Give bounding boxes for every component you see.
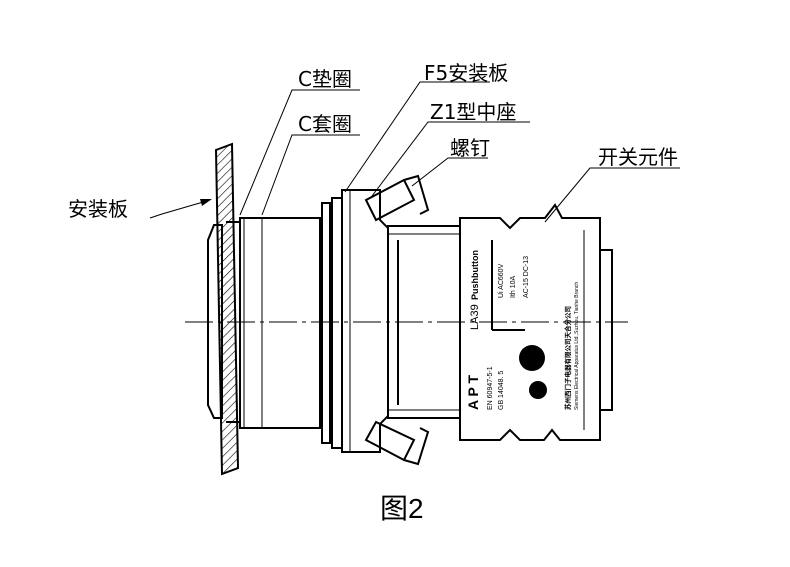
nameplate-maker-cn: 苏州西门子电器有限公司天合分公司 — [563, 306, 572, 410]
label-screw: 螺钉 — [450, 136, 490, 160]
f5-plate-flange — [321, 197, 343, 449]
screw-top — [364, 174, 430, 222]
nameplate-brand: A P T — [465, 375, 481, 410]
screw-bottom — [364, 420, 430, 466]
nameplate-ith: Ith 10A — [510, 275, 517, 298]
nameplate-maker-en: Siemens Electrical Apparatus Ltd.,Suzhou… — [574, 282, 580, 410]
label-switch-element: 开关元件 — [598, 145, 678, 169]
nameplate-standard1: EN 60947-5-1 — [487, 366, 494, 410]
z1-middle-base — [341, 189, 389, 453]
nameplate-mark-dot — [519, 345, 545, 371]
ccc-mark-icon — [529, 381, 547, 399]
label-f5-plate: F5安装板 — [424, 61, 508, 85]
mounting-plate-section — [214, 142, 240, 476]
nameplate-ui: Ui AC660V — [498, 263, 505, 298]
label-mounting-plate: 安装板 — [68, 197, 128, 221]
nameplate-model: LA39 — [469, 304, 481, 330]
nameplate-category: AC-15 DC-13 — [523, 256, 530, 298]
figure-caption: 图2 — [380, 493, 424, 524]
label-z1-base: Z1型中座 — [430, 100, 516, 124]
label-c-washer: C垫圈 — [298, 67, 352, 91]
button-body — [239, 217, 321, 429]
leader-lines — [149, 81, 680, 223]
label-c-sleeve: C套圈 — [298, 112, 352, 136]
nameplate-standard2: GB 14048. 5 — [498, 371, 505, 410]
nameplate-type: Pushbutton — [470, 250, 480, 300]
switch-element: A P T LA39 Pushbutton EN 60947-5-1 GB 14… — [459, 203, 613, 441]
